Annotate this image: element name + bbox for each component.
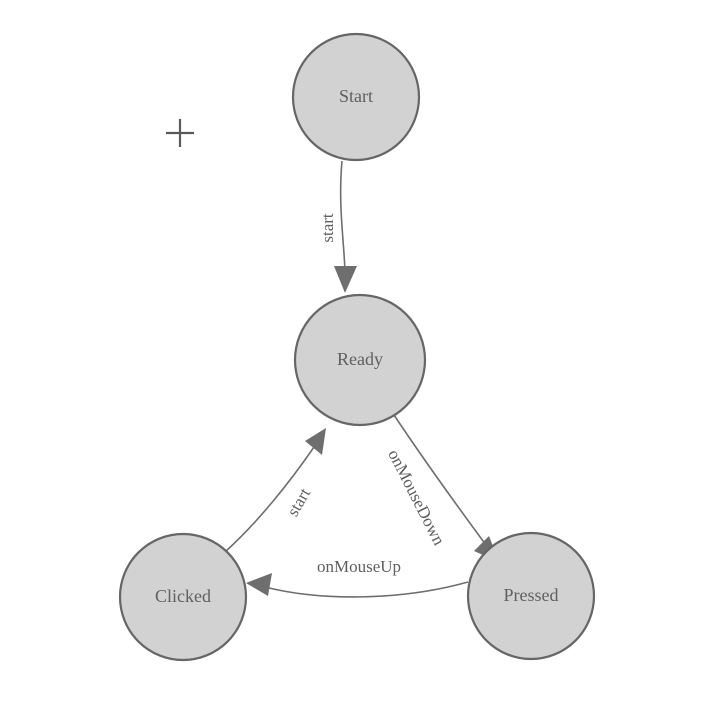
edge-path-start-to-ready xyxy=(339,160,346,273)
edge-path-ready-to-pressed xyxy=(393,414,487,546)
node-start-circle[interactable] xyxy=(291,32,421,162)
arrowhead-pressed-to-clicked xyxy=(246,573,272,596)
edge-pressed-to-clicked[interactable]: onMouseUp xyxy=(246,557,469,598)
node-pressed-circle[interactable] xyxy=(466,531,596,661)
edge-path-clicked-to-ready xyxy=(225,446,315,552)
edge-label-pressed-to-clicked: onMouseUp xyxy=(317,557,401,576)
crosshair-icon xyxy=(166,119,194,147)
edge-start-to-ready[interactable]: start xyxy=(318,160,357,293)
edge-ready-to-pressed[interactable]: onMouseDown xyxy=(384,414,499,562)
edge-label-clicked-to-ready: start xyxy=(283,485,314,520)
node-pressed[interactable]: Pressed xyxy=(466,531,596,661)
node-clicked[interactable]: Clicked xyxy=(118,532,248,662)
edge-clicked-to-ready[interactable]: start xyxy=(225,428,326,552)
node-pressed-label: Pressed xyxy=(504,585,559,605)
node-ready-circle[interactable] xyxy=(293,293,427,427)
node-ready[interactable]: Ready xyxy=(293,293,427,427)
node-ready-label: Ready xyxy=(337,349,383,369)
node-clicked-label: Clicked xyxy=(155,586,211,606)
node-start-label: Start xyxy=(339,86,373,106)
edge-label-ready-to-pressed: onMouseDown xyxy=(384,446,449,548)
arrowhead-clicked-to-ready xyxy=(305,428,326,455)
edge-label-start-to-ready: start xyxy=(318,213,337,243)
arrowhead-start-to-ready xyxy=(334,266,357,293)
node-clicked-circle[interactable] xyxy=(118,532,248,662)
edge-path-pressed-to-clicked xyxy=(264,581,469,598)
node-start[interactable]: Start xyxy=(291,32,421,162)
